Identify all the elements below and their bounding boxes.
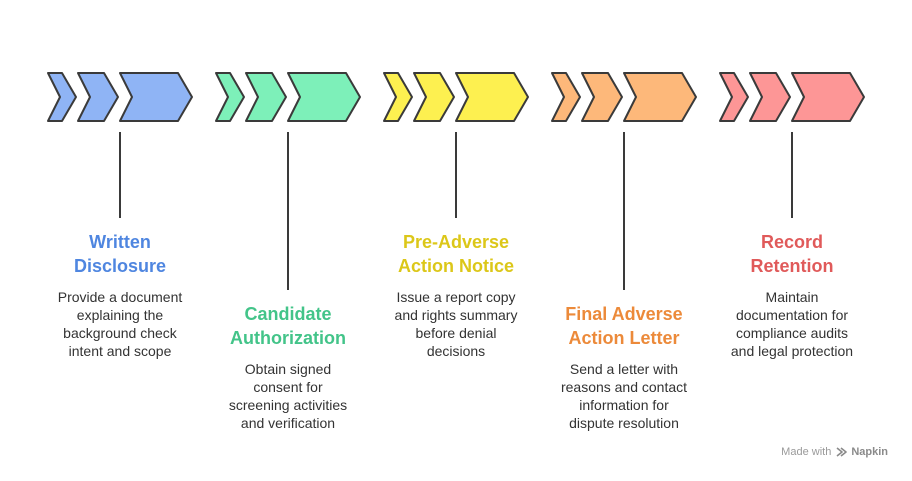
step-2-description: Obtain signed consent for screening acti… bbox=[228, 361, 348, 431]
napkin-logo-icon bbox=[836, 447, 848, 457]
chevron-medium-icon bbox=[413, 72, 455, 122]
chevron-medium-icon bbox=[245, 72, 287, 122]
step-5-title: Record Retention bbox=[750, 232, 834, 276]
watermark: Made with Napkin bbox=[781, 446, 888, 458]
step-3-chevrons bbox=[383, 72, 529, 218]
chevron-large-icon bbox=[287, 72, 361, 122]
step-2-chevrons bbox=[215, 72, 361, 290]
watermark-brand: Napkin bbox=[851, 446, 888, 458]
step-4-description: Send a letter with reasons and contact i… bbox=[560, 361, 688, 431]
step-3-title: Pre-Adverse Action Notice bbox=[397, 232, 514, 276]
chevron-small-icon bbox=[551, 72, 581, 122]
chevron-small-icon bbox=[47, 72, 77, 122]
step-1-chevrons bbox=[47, 72, 193, 218]
step-4-title: Final Adverse Action Letter bbox=[565, 304, 683, 348]
step-2-title: Candidate Authorization bbox=[230, 304, 346, 348]
step-1-description: Provide a document explaining the backgr… bbox=[57, 289, 183, 359]
chevron-large-icon bbox=[455, 72, 529, 122]
chevron-medium-icon bbox=[581, 72, 623, 122]
step-3-description: Issue a report copy and rights summary b… bbox=[394, 289, 518, 359]
chevron-large-icon bbox=[791, 72, 865, 122]
step-5-description: Maintain documentation for compliance au… bbox=[730, 289, 854, 359]
step-1-title: Written Disclosure bbox=[73, 232, 167, 276]
chevron-small-icon bbox=[215, 72, 245, 122]
chevron-medium-icon bbox=[77, 72, 119, 122]
chevron-medium-icon bbox=[749, 72, 791, 122]
watermark-prefix: Made with bbox=[781, 446, 832, 458]
step-4-chevrons bbox=[551, 72, 697, 290]
step-5-chevrons bbox=[719, 72, 865, 218]
chevron-small-icon bbox=[719, 72, 749, 122]
chevron-large-icon bbox=[119, 72, 193, 122]
chevron-small-icon bbox=[383, 72, 413, 122]
chevron-large-icon bbox=[623, 72, 697, 122]
